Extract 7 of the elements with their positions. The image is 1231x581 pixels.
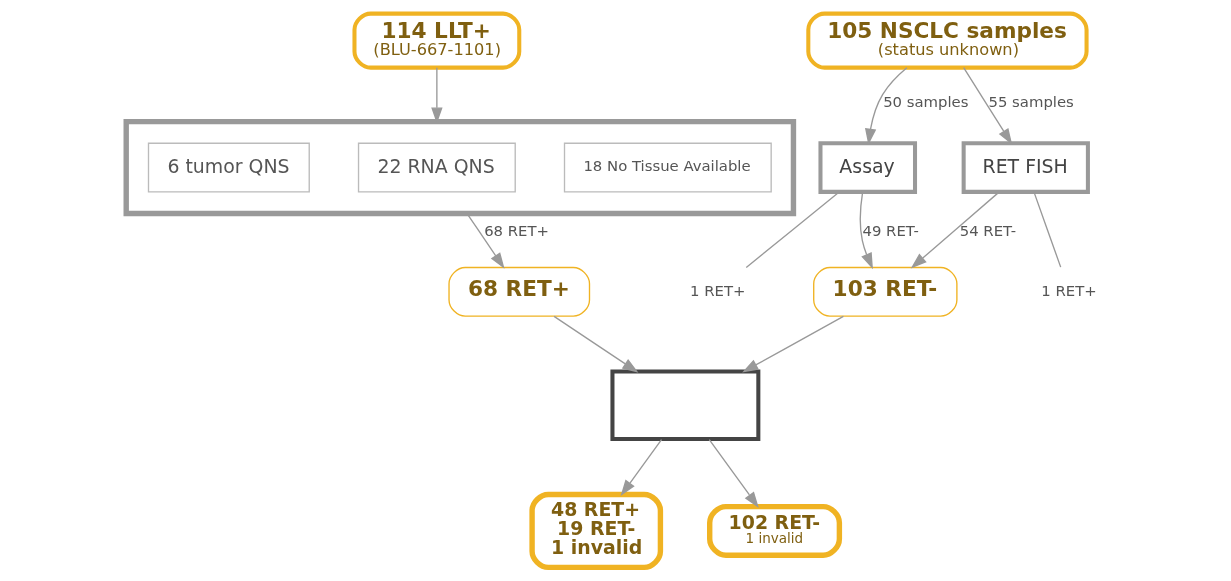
edge-label: 54 RET- (959, 222, 1017, 241)
edge-label: 68 RET+ (484, 222, 549, 241)
node-text: 1 RET+ (1041, 281, 1097, 300)
node-text: 1 RET+ (690, 281, 746, 300)
edge-label: 50 samples (883, 92, 969, 111)
edge-label: 49 RET- (862, 222, 919, 241)
edge-label: 55 samples (988, 92, 1074, 111)
